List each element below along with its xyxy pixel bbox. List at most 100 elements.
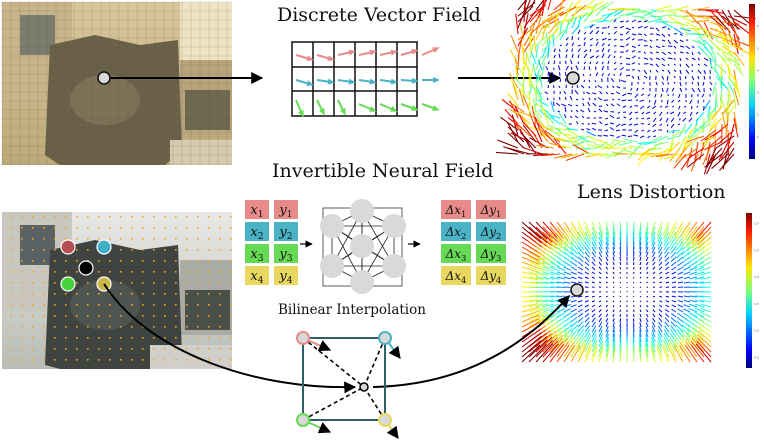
field-arrow [721, 76, 722, 88]
grid-dot [153, 249, 155, 251]
grid-dot [10, 238, 12, 240]
grid-dot [54, 216, 56, 218]
field-arrow [680, 58, 681, 61]
network-node [320, 254, 344, 278]
field-arrow [678, 100, 680, 102]
distortion-arrow [613, 314, 614, 317]
grid-dot [109, 304, 111, 306]
field-arrow [581, 85, 584, 88]
distortion-arrow [599, 277, 601, 278]
field-arrow [635, 94, 638, 98]
field-arrow [605, 124, 608, 125]
field-arrow [626, 75, 630, 76]
field-arrow [619, 142, 632, 145]
field-arrow [691, 154, 698, 171]
field-arrow [661, 94, 662, 97]
grid-dot [43, 304, 45, 306]
field-arrow [641, 123, 644, 124]
field-arrow [613, 86, 614, 88]
distortion-arrow [658, 333, 662, 342]
field-arrow [654, 100, 656, 105]
grid-dot [87, 337, 89, 339]
field-arrow [552, 72, 554, 76]
field-arrow [578, 37, 579, 40]
field-arrow [588, 102, 590, 106]
field-arrow [577, 85, 578, 88]
grid-dot [120, 249, 122, 251]
field-arrow [542, 63, 545, 76]
grid-dot [87, 348, 89, 350]
field-arrow [647, 130, 650, 132]
grid-dot [175, 293, 177, 295]
grid-dot [21, 348, 23, 350]
distortion-arrow [633, 287, 634, 288]
distortion-arrow [646, 318, 648, 322]
field-arrow [644, 76, 647, 78]
field-arrow [586, 92, 590, 94]
distortion-arrow [659, 296, 662, 297]
grid-dot [32, 249, 34, 251]
field-arrow [653, 124, 656, 127]
distortion-arrow [578, 317, 583, 322]
distortion-arrow [678, 305, 683, 307]
grid-dot [120, 326, 122, 328]
field-arrow [656, 6, 671, 10]
grid-dot [43, 260, 45, 262]
grid-dot [76, 216, 78, 218]
field-arrow [578, 62, 579, 64]
field-arrow [623, 117, 626, 118]
field-arrow [672, 106, 674, 107]
field-arrow [538, 60, 542, 70]
field-arrow [667, 88, 668, 93]
field-arrow [692, 82, 693, 84]
distortion-arrow [685, 345, 697, 362]
grid-dot [76, 227, 78, 229]
field-arrow [596, 62, 598, 64]
grid-dot [21, 304, 23, 306]
grid-dot [87, 216, 89, 218]
grid-dot [32, 282, 34, 284]
grid-dot [153, 304, 155, 306]
distortion-arrow [585, 318, 589, 322]
field-arrow [656, 64, 659, 67]
field-arrow [605, 118, 608, 119]
field-arrow [674, 46, 676, 48]
distortion-arrow [640, 257, 641, 261]
field-arrow [548, 85, 549, 88]
grid-dot [219, 282, 221, 284]
grid-dot [186, 249, 188, 251]
field-arrow [656, 70, 658, 72]
grid-dot [76, 282, 78, 284]
field-arrow [656, 46, 660, 48]
field-arrow [683, 112, 686, 114]
field-arrow [620, 56, 621, 58]
distortion-arrow [647, 301, 648, 302]
grid-dot [175, 227, 177, 229]
distortion-arrow [672, 282, 676, 283]
field-arrow [662, 76, 664, 79]
distortion-arrow [557, 345, 569, 362]
grid-dot [10, 359, 12, 361]
grid-dot [131, 216, 133, 218]
distortion-arrow [666, 296, 669, 297]
distortion-arrow [653, 272, 655, 274]
field-arrow [596, 73, 598, 76]
grid-dot [175, 359, 177, 361]
field-arrow [566, 49, 568, 52]
grid-dot [153, 271, 155, 273]
distortion-arrow [633, 252, 634, 257]
field-arrow [644, 70, 647, 74]
field-arrow [614, 56, 615, 58]
grid-dot [87, 249, 89, 251]
grid-dot [54, 260, 56, 262]
field-arrow [632, 76, 634, 79]
field-arrow [564, 91, 566, 94]
grid-dot [65, 260, 67, 262]
grid-dot [10, 260, 12, 262]
colorbar-tick: 5 [757, 46, 759, 50]
field-arrow [703, 82, 704, 86]
field-arrow [632, 27, 634, 28]
grid-dot [175, 282, 177, 284]
field-arrow [590, 56, 594, 58]
grid-dot [43, 227, 45, 229]
